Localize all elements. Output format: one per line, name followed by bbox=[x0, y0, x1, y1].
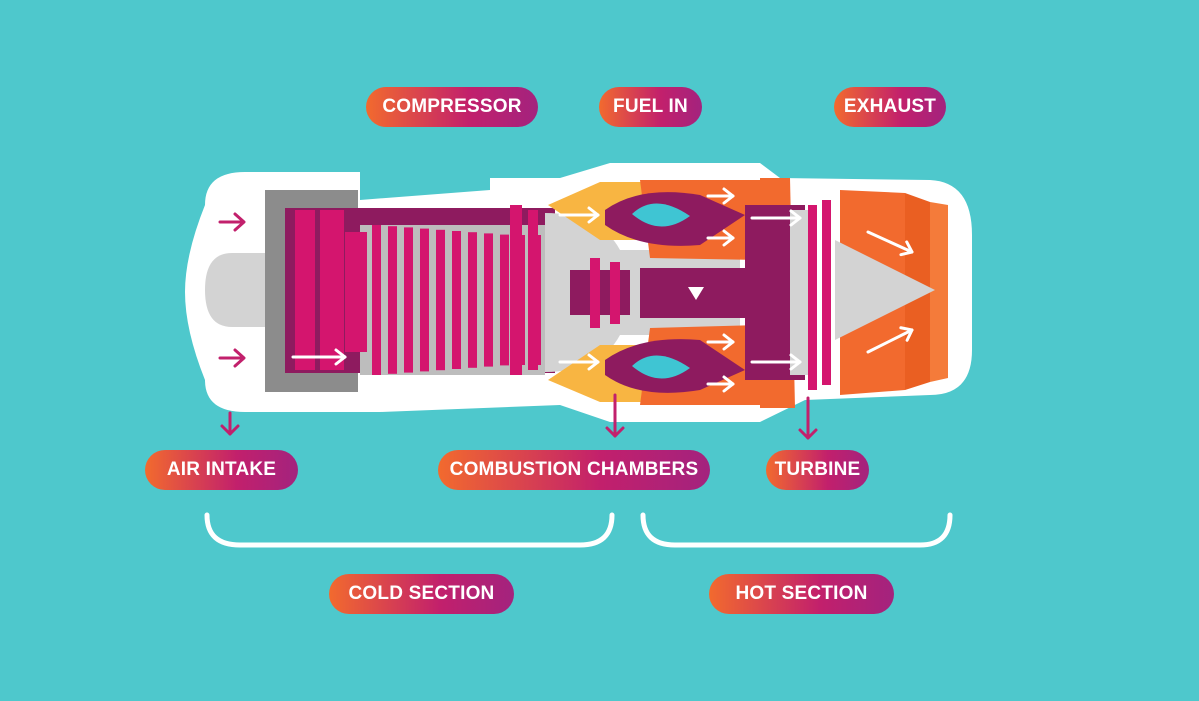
arrow-right-icon bbox=[866, 230, 914, 257]
compressor-blade bbox=[388, 226, 397, 374]
hot-section-label: HOT SECTION bbox=[709, 574, 894, 614]
compressor-blade bbox=[436, 229, 445, 371]
arrow-right-icon bbox=[706, 187, 735, 205]
arrow-right-icon bbox=[750, 353, 802, 371]
compressor-blade bbox=[468, 232, 477, 368]
airflow-arrows bbox=[291, 187, 914, 393]
exhaust-label: EXHAUST bbox=[834, 87, 946, 127]
cold-section-bracket bbox=[204, 512, 615, 548]
arrow-right-icon bbox=[706, 333, 735, 351]
compressor-blade bbox=[420, 228, 429, 372]
turbine-section bbox=[745, 178, 831, 408]
arrow-right-icon bbox=[558, 206, 600, 224]
arrow-right-icon bbox=[706, 229, 735, 247]
compressor-label: COMPRESSOR bbox=[366, 87, 538, 127]
combustion-chambers-label: COMBUSTION CHAMBERS bbox=[438, 450, 710, 490]
compressor-blades bbox=[372, 205, 541, 375]
pointer-arrows bbox=[220, 393, 818, 440]
hot-section-bracket bbox=[640, 512, 953, 548]
air-intake-label: AIR INTAKE bbox=[145, 450, 298, 490]
arrow-right-icon bbox=[558, 353, 600, 371]
fan-blade bbox=[320, 210, 344, 370]
triangle-down-icon bbox=[688, 287, 704, 300]
arrow-down-icon bbox=[220, 411, 240, 436]
arrow-right-icon bbox=[218, 348, 246, 368]
arrow-right-icon bbox=[750, 209, 802, 227]
compressor-blade bbox=[500, 234, 509, 366]
arrow-down-icon bbox=[798, 396, 818, 440]
compressor-blade bbox=[528, 210, 538, 370]
intake-nose-cone bbox=[205, 253, 265, 327]
arrow-right-icon bbox=[291, 348, 347, 366]
fuel-in-label: FUEL IN bbox=[599, 87, 702, 127]
arrow-right-icon bbox=[218, 212, 246, 232]
fan-blade bbox=[295, 210, 315, 370]
arrow-down-icon bbox=[605, 393, 625, 438]
intake-casing bbox=[265, 190, 358, 392]
fan-blade bbox=[345, 232, 367, 352]
turbine-blade bbox=[808, 205, 817, 390]
arrow-right-icon bbox=[866, 326, 914, 354]
exhaust-nozzle bbox=[835, 190, 948, 395]
fan-blades bbox=[295, 210, 367, 370]
turbine-blade bbox=[822, 200, 831, 385]
turbine-label: TURBINE bbox=[766, 450, 869, 490]
cold-section-label: COLD SECTION bbox=[329, 574, 514, 614]
arrow-right-icon bbox=[706, 375, 735, 393]
intake-arrows bbox=[218, 212, 246, 368]
compressor-blade bbox=[372, 225, 381, 375]
compressor-blade bbox=[452, 231, 461, 369]
compressor-blade bbox=[510, 205, 522, 375]
compressor-blade bbox=[484, 233, 493, 367]
flame-icon bbox=[632, 203, 690, 379]
section-brackets bbox=[204, 512, 953, 548]
exhaust-cone bbox=[835, 240, 935, 340]
compressor-blade bbox=[404, 227, 413, 373]
